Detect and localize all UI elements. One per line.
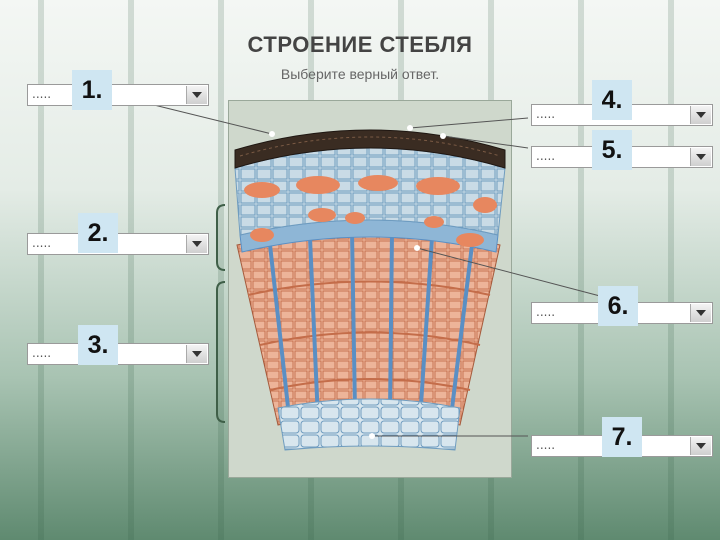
leader-4 <box>409 117 529 129</box>
number-badge-5: 5. <box>592 130 632 170</box>
number-badge-6: 6. <box>598 286 638 326</box>
pointer-dot <box>269 131 275 137</box>
dropdown-arrow-button[interactable] <box>690 437 711 455</box>
ring-line-2 <box>259 331 481 346</box>
bast-cluster <box>424 216 444 228</box>
chevron-down-icon <box>192 92 202 98</box>
bracket-bark <box>216 204 226 271</box>
chevron-down-icon <box>696 443 706 449</box>
pointer-dot <box>407 125 413 131</box>
dropdown-arrow-button[interactable] <box>690 106 711 124</box>
dropdown-arrow-button[interactable] <box>690 148 711 166</box>
leader-6 <box>416 247 601 297</box>
chevron-down-icon <box>696 310 706 316</box>
chevron-down-icon <box>192 241 202 247</box>
chevron-down-icon <box>696 154 706 160</box>
ring-line-1 <box>247 280 491 296</box>
chevron-down-icon <box>696 112 706 118</box>
bast-cluster <box>473 197 497 213</box>
ring-line-3 <box>269 378 471 391</box>
chevron-down-icon <box>192 351 202 357</box>
dropdown-value: ..... <box>536 438 556 452</box>
bast-cluster <box>456 233 484 247</box>
bast-cluster <box>250 228 274 242</box>
leader-5 <box>442 135 529 149</box>
number-badge-7: 7. <box>602 417 642 457</box>
dropdown-value: ..... <box>536 305 556 319</box>
number-badge-1: 1. <box>72 70 112 110</box>
dropdown-arrow-button[interactable] <box>186 345 207 363</box>
instruction-text: Выберите верный ответ. <box>280 66 440 82</box>
dropdown-value: ..... <box>32 236 52 250</box>
dropdown-value: ..... <box>536 107 556 121</box>
number-badge-3: 3. <box>78 325 118 365</box>
pointer-dot <box>369 433 375 439</box>
dropdown-value: ..... <box>32 346 52 360</box>
bast-cluster <box>296 176 340 194</box>
bast-cluster <box>416 177 460 195</box>
bast-cluster <box>244 182 280 198</box>
leader-1 <box>149 103 273 135</box>
answer-dropdown-2[interactable]: ..... <box>27 233 209 255</box>
ray-2 <box>308 237 320 421</box>
bast-cluster <box>358 175 398 191</box>
dropdown-arrow-button[interactable] <box>690 304 711 322</box>
dropdown-arrow-button[interactable] <box>186 86 207 104</box>
page-title: СТРОЕНИЕ СТЕБЛЯ <box>247 32 473 57</box>
bast-cluster <box>345 212 365 224</box>
dropdown-arrow-button[interactable] <box>186 235 207 253</box>
ray-4 <box>388 231 394 413</box>
dropdown-value: ..... <box>32 87 52 101</box>
dropdown-value: ..... <box>536 149 556 163</box>
ray-1 <box>268 244 292 426</box>
cork-layer <box>234 129 506 169</box>
bast-cluster <box>308 208 336 222</box>
ray-6 <box>448 244 474 426</box>
pith-region <box>277 398 461 451</box>
pointer-dot <box>414 245 420 251</box>
number-badge-2: 2. <box>78 213 118 253</box>
number-badge-4: 4. <box>592 80 632 120</box>
ray-3 <box>350 231 357 413</box>
bracket-wood <box>216 281 226 423</box>
cork-highlight <box>239 136 501 157</box>
answer-dropdown-3[interactable]: ..... <box>27 343 209 365</box>
ray-5 <box>418 237 434 421</box>
answer-dropdown-1[interactable]: ..... <box>27 84 209 106</box>
pointer-dot <box>440 133 446 139</box>
